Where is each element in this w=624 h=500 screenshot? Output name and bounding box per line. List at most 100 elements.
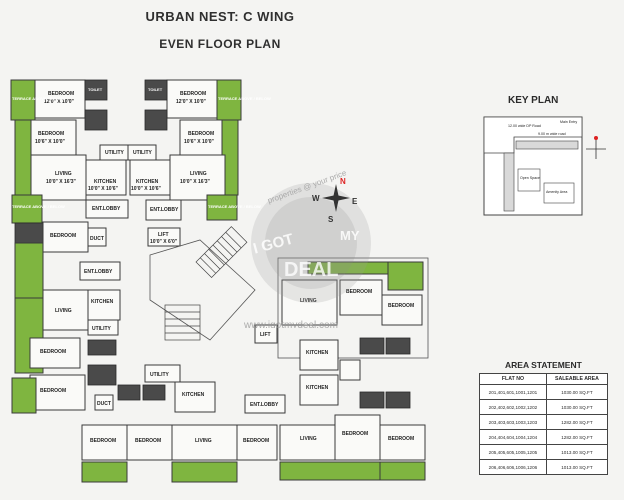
label-duct: DUCT (90, 236, 104, 242)
label-bedroom: BEDROOM (40, 349, 66, 355)
toilet (142, 384, 166, 401)
terrace (379, 461, 426, 481)
terrace (10, 79, 36, 121)
utility (127, 144, 157, 161)
label-bedroom: BEDROOM (38, 131, 64, 137)
toilet (87, 364, 117, 386)
kitchen (87, 289, 121, 321)
unit-top-center (127, 79, 242, 247)
area-cell: 1030.00 SQ.FT (545, 399, 609, 415)
label-duct: DUCT (97, 401, 111, 407)
living (281, 279, 338, 326)
label-bedroom: BEDROOM (48, 91, 74, 97)
label-kitchen: KITCHEN (136, 179, 159, 185)
terrace (14, 242, 44, 299)
label-lift-size: 10'0" X 6'0" (150, 239, 178, 245)
bedroom (339, 279, 383, 316)
table-row: 204,404,604,1004,1204 1282.00 SQ.FT (479, 429, 609, 445)
label-entlobby: ENT.LOBBY (250, 402, 279, 408)
terrace (11, 194, 43, 224)
terrace (14, 297, 44, 374)
utility (339, 359, 361, 381)
key-label-road: 12.00 wide DP Road (508, 124, 541, 128)
watermark-url: www.igotmydeal.com (243, 320, 338, 328)
core (149, 226, 256, 341)
bedroom (126, 424, 173, 461)
flat-no-cell: 201,401,601,1001,1201 (479, 384, 547, 400)
label-bedroom-size: 10'6" X 10'0" (35, 139, 66, 145)
label-kitchen: KITCHEN (182, 392, 205, 398)
column-header-saleable-area: SALEABLE AREA (545, 373, 609, 385)
watermark-text-2: MY (340, 228, 360, 243)
toilet (87, 339, 117, 356)
compass-e: E (352, 197, 358, 206)
label-living: LIVING (300, 436, 317, 442)
label-living: LIVING (195, 438, 212, 444)
label-utility: UTILITY (133, 150, 153, 156)
label-kitchen-size: 10'0" X 10'6" (131, 186, 162, 192)
living (171, 424, 238, 461)
label-terrace: TERRACE ABOVE / BELOW (12, 204, 65, 209)
unit-bottom-center (81, 364, 286, 483)
key-plan: 12.00 wide DP Road Main Entry 9.00 m wid… (483, 116, 606, 216)
flat-no-cell: 205,405,605,1005,1205 (479, 444, 547, 460)
area-cell: 1282.00 SQ.FT (545, 429, 609, 445)
label-bedroom: BEDROOM (180, 91, 206, 97)
entlobby (85, 199, 129, 219)
terrace (11, 377, 37, 414)
bedroom (381, 294, 423, 326)
area-cell: 1013.00 SQ.FT (545, 444, 609, 460)
label-bedroom: BEDROOM (188, 131, 214, 137)
label-bedroom: BEDROOM (40, 388, 66, 394)
compass-w: W (312, 194, 320, 203)
flat-no-cell: 204,404,604,1004,1204 (479, 429, 547, 445)
label-utility: UTILITY (105, 150, 125, 156)
page-title: URBAN NEST: C WING (145, 9, 295, 24)
key-label-road-2: 9.00 m wide road (538, 132, 566, 136)
label-living-size: 10'0" X 16'3" (46, 179, 77, 185)
kitchen (299, 374, 339, 406)
bedroom (334, 414, 381, 461)
area-cell: 1013.00 SQ.FT (545, 459, 609, 475)
area-statement-table: FLAT NO SALEABLE AREA 201,401,601,1001,1… (479, 373, 609, 475)
area-statement-title: AREA STATEMENT (505, 360, 582, 370)
area-cell: 1030.00 SQ.FT (545, 384, 609, 400)
label-toilet: TOILET (88, 87, 103, 92)
living (30, 154, 87, 201)
label-bedroom: BEDROOM (135, 438, 161, 444)
kitchen (299, 339, 339, 371)
label-utility: UTILITY (92, 326, 112, 332)
key-label-open-space: Open Space (520, 176, 540, 180)
table-row: 206,406,606,1006,1206 1013.00 SQ.FT (479, 459, 609, 475)
column-header-flat-no: FLAT NO (479, 373, 547, 385)
utility (144, 364, 181, 383)
label-living: LIVING (55, 171, 72, 177)
toilet (144, 79, 168, 101)
living (279, 424, 336, 461)
flat-no-cell: 202,402,602,1002,1202 (479, 399, 547, 415)
bedroom (166, 79, 218, 119)
lift (254, 324, 278, 344)
lift (147, 227, 181, 247)
area-cell: 1282.00 SQ.FT (545, 414, 609, 430)
page-subtitle: EVEN FLOOR PLAN (159, 37, 281, 51)
key-label-amenity: Amenity Area (546, 190, 567, 194)
kitchen (174, 381, 216, 413)
duct (94, 394, 114, 411)
table-row: 203,403,603,1003,1203 1282.00 SQ.FT (479, 414, 609, 430)
label-bedroom: BEDROOM (388, 436, 414, 442)
utility (87, 319, 119, 336)
label-kitchen-size: 10'0" X 10'6" (88, 186, 119, 192)
label-bedroom: BEDROOM (346, 289, 372, 295)
label-terrace: TERRACE ABOVE / BELOW (208, 204, 261, 209)
table-row: 202,402,602,1002,1202 1030.00 SQ.FT (479, 399, 609, 415)
bedroom (81, 424, 128, 461)
terrace (171, 461, 238, 483)
bedroom (30, 119, 77, 156)
unit-right (254, 257, 429, 481)
toilet (14, 222, 44, 244)
terrace (279, 461, 381, 481)
table-row: 205,405,605,1005,1205 1013.00 SQ.FT (479, 444, 609, 460)
label-entlobby: ENT.LOBBY (84, 269, 113, 275)
flat-no-cell: 203,403,603,1003,1203 (479, 414, 547, 430)
